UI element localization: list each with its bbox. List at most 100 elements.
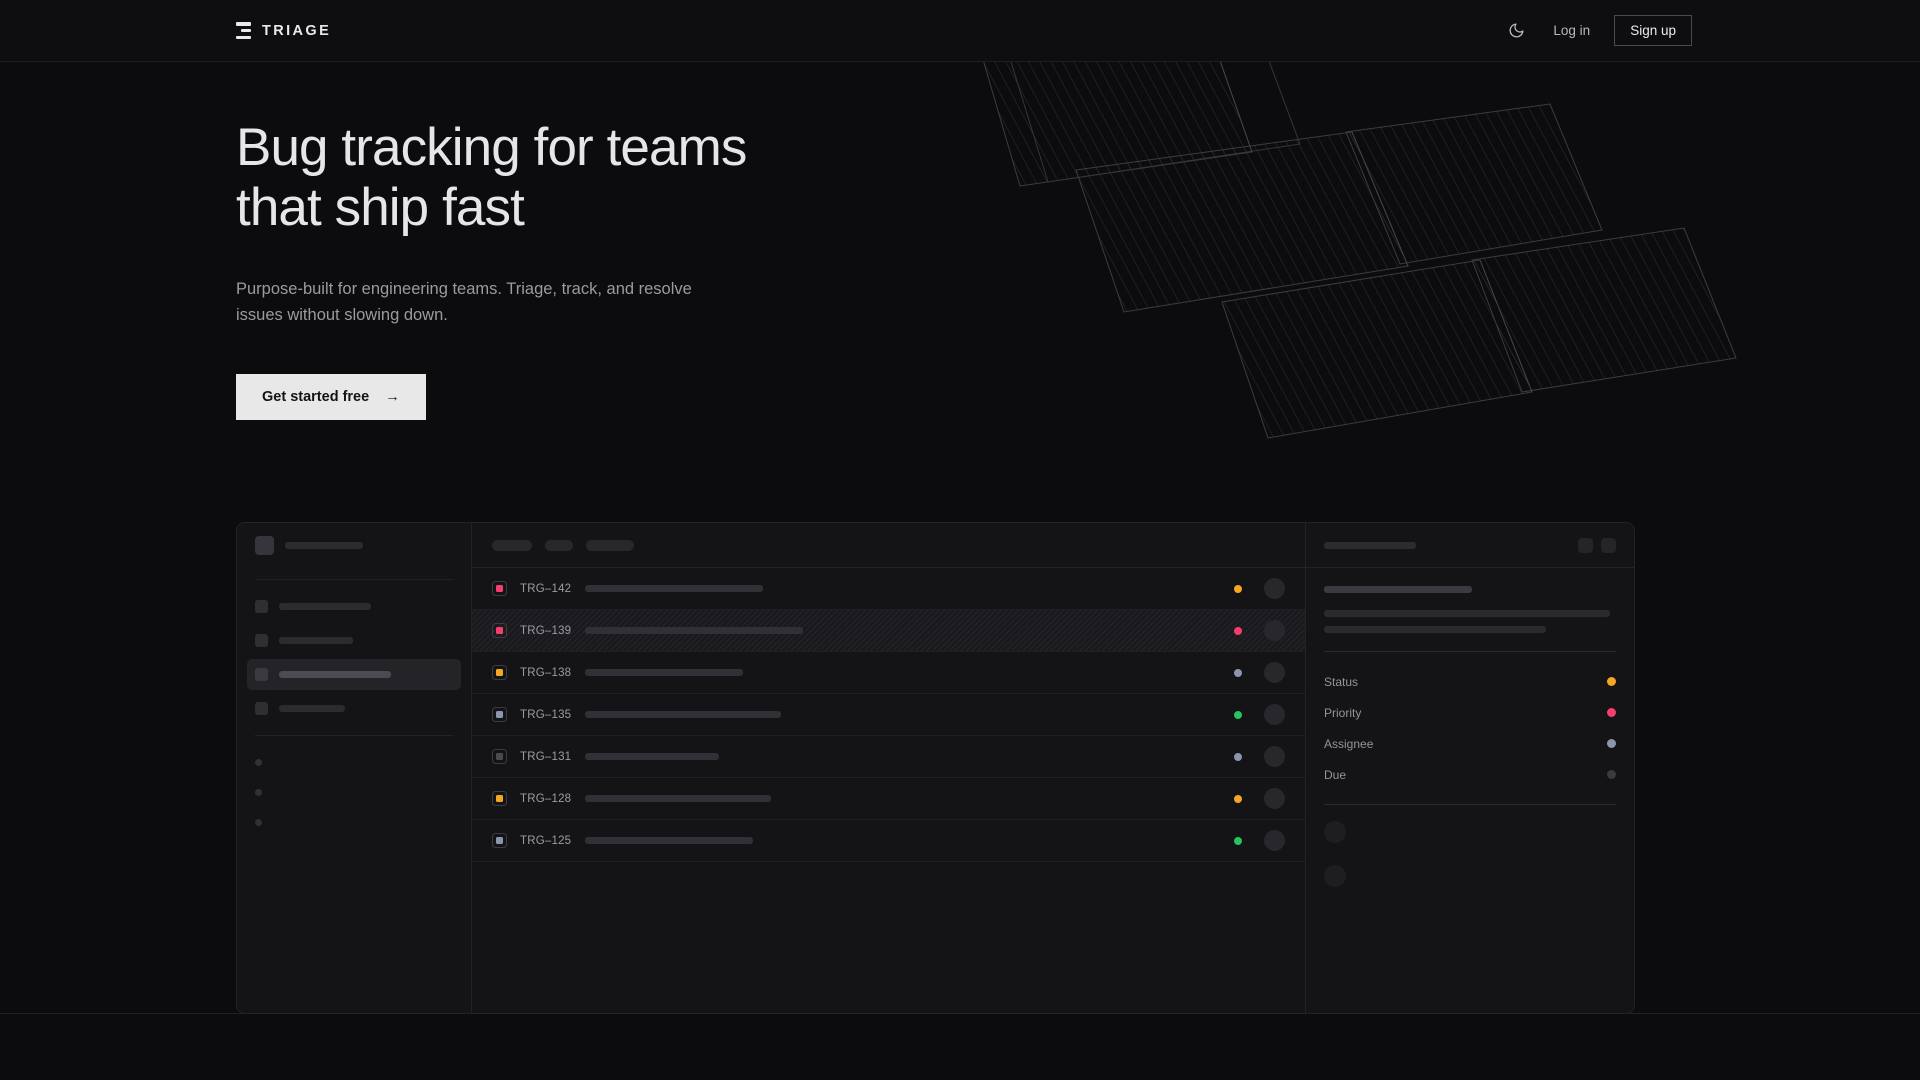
table-row[interactable]: TRG–139 <box>472 610 1305 652</box>
field-value-dot <box>1607 739 1616 748</box>
sidebar-subitem-project-1[interactable] <box>237 747 471 777</box>
issue-id: TRG–135 <box>520 708 572 721</box>
detail-panel-header <box>1306 523 1634 568</box>
filter-chip-label[interactable] <box>586 539 634 551</box>
detail-divider <box>1324 651 1616 652</box>
sidebar-item-nav-item-1[interactable] <box>247 591 461 622</box>
status-badge <box>1234 836 1242 845</box>
detail-header-actions <box>1578 537 1616 553</box>
issue-title-skeleton <box>585 627 803 634</box>
detail-activity-divider <box>1324 804 1616 805</box>
issue-title-skeleton <box>585 837 753 844</box>
priority-icon <box>492 581 507 596</box>
table-row[interactable]: TRG–142 <box>472 568 1305 610</box>
detail-field-assignee[interactable]: Assignee <box>1324 728 1616 759</box>
sidebar-item-label-skeleton <box>279 637 353 644</box>
sidebar-item-icon <box>255 668 268 681</box>
table-row[interactable]: TRG–138 <box>472 652 1305 694</box>
status-badge <box>1234 626 1242 635</box>
headline-line-1: Bug tracking for teams <box>236 118 747 177</box>
nav-actions: Log in Sign up <box>1503 15 1692 46</box>
sidebar-subitem-project-2[interactable] <box>237 777 471 807</box>
table-row[interactable]: TRG–131 <box>472 736 1305 778</box>
issue-title-skeleton <box>585 711 781 718</box>
issue-id: TRG–128 <box>520 792 572 805</box>
workspace-name-skeleton <box>285 542 363 549</box>
avatar[interactable] <box>1264 620 1285 641</box>
detail-text-skeleton <box>1324 610 1610 617</box>
mock-sidebar-workspace[interactable] <box>237 523 471 568</box>
top-navigation-bar: TRIAGE Log in Sign up <box>0 0 1920 62</box>
workspace-avatar <box>255 536 274 555</box>
login-link[interactable]: Log in <box>1553 23 1591 38</box>
issue-title-skeleton <box>585 669 743 676</box>
sidebar-item-nav-item-4[interactable] <box>247 693 461 724</box>
avatar[interactable] <box>1264 746 1285 767</box>
comment-avatar-2[interactable] <box>1324 865 1346 887</box>
priority-icon <box>492 833 507 848</box>
avatar[interactable] <box>1264 578 1285 599</box>
priority-icon <box>492 665 507 680</box>
issue-id: TRG–139 <box>520 624 572 637</box>
table-row[interactable]: TRG–128 <box>472 778 1305 820</box>
table-row[interactable]: TRG–125 <box>472 820 1305 862</box>
sidebar-item-nav-item-3[interactable] <box>247 659 461 690</box>
filter-chip-status[interactable] <box>492 539 532 551</box>
issue-title-skeleton <box>585 585 763 592</box>
issue-id: TRG–138 <box>520 666 572 679</box>
arrow-right-icon: → <box>385 389 400 406</box>
field-value-dot <box>1607 770 1616 779</box>
sidebar-item-icon <box>255 702 268 715</box>
detail-field-status[interactable]: Status <box>1324 666 1616 697</box>
subitem-dot-icon <box>255 788 262 796</box>
headline-line-2: that ship fast <box>236 177 525 237</box>
field-label: Assignee <box>1324 736 1374 751</box>
detail-action-1[interactable] <box>1578 537 1593 553</box>
field-value-dot <box>1607 708 1616 717</box>
sidebar-subitem-project-3[interactable] <box>237 807 471 837</box>
detail-field-due[interactable]: Due <box>1324 759 1616 790</box>
sidebar-item-nav-item-2[interactable] <box>247 625 461 656</box>
sidebar-item-icon <box>255 634 268 647</box>
subitem-dot-icon <box>255 758 262 766</box>
mock-sidebar <box>237 523 472 1013</box>
sidebar-divider-top <box>255 579 453 580</box>
field-label: Status <box>1324 674 1359 689</box>
priority-icon <box>492 791 507 806</box>
avatar[interactable] <box>1264 788 1285 809</box>
detail-action-2[interactable] <box>1601 537 1616 553</box>
sidebar-item-label-skeleton <box>279 705 345 712</box>
triage-bars-icon <box>236 22 251 39</box>
avatar[interactable] <box>1264 704 1285 725</box>
hero-subtext: Purpose-built for engineering teams. Tri… <box>236 279 692 325</box>
get-started-button[interactable]: Get started free → <box>236 374 426 421</box>
field-label: Due <box>1324 767 1347 782</box>
issue-id: TRG–142 <box>520 582 572 595</box>
decorative-ribbon-graphic <box>981 40 1737 439</box>
detail-title-skeleton <box>1324 541 1416 549</box>
issue-title-skeleton <box>585 753 719 760</box>
avatar[interactable] <box>1264 830 1285 851</box>
priority-icon <box>492 749 507 764</box>
sidebar-divider-bottom <box>255 735 453 736</box>
moon-icon[interactable] <box>1503 18 1529 44</box>
comment-avatar-1[interactable] <box>1324 821 1346 843</box>
detail-field-priority[interactable]: Priority <box>1324 697 1616 728</box>
detail-text-skeleton <box>1324 626 1546 633</box>
issue-id: TRG–131 <box>520 750 572 763</box>
avatar[interactable] <box>1264 662 1285 683</box>
issue-list-toolbar <box>472 523 1305 568</box>
field-value-dot <box>1607 677 1616 686</box>
status-badge <box>1234 710 1242 719</box>
filter-chip-assignee[interactable] <box>545 539 573 551</box>
signup-button[interactable]: Sign up <box>1614 15 1692 46</box>
sidebar-item-icon <box>255 600 268 613</box>
brand-logo[interactable]: TRIAGE <box>236 22 331 39</box>
table-row[interactable]: TRG–135 <box>472 694 1305 736</box>
